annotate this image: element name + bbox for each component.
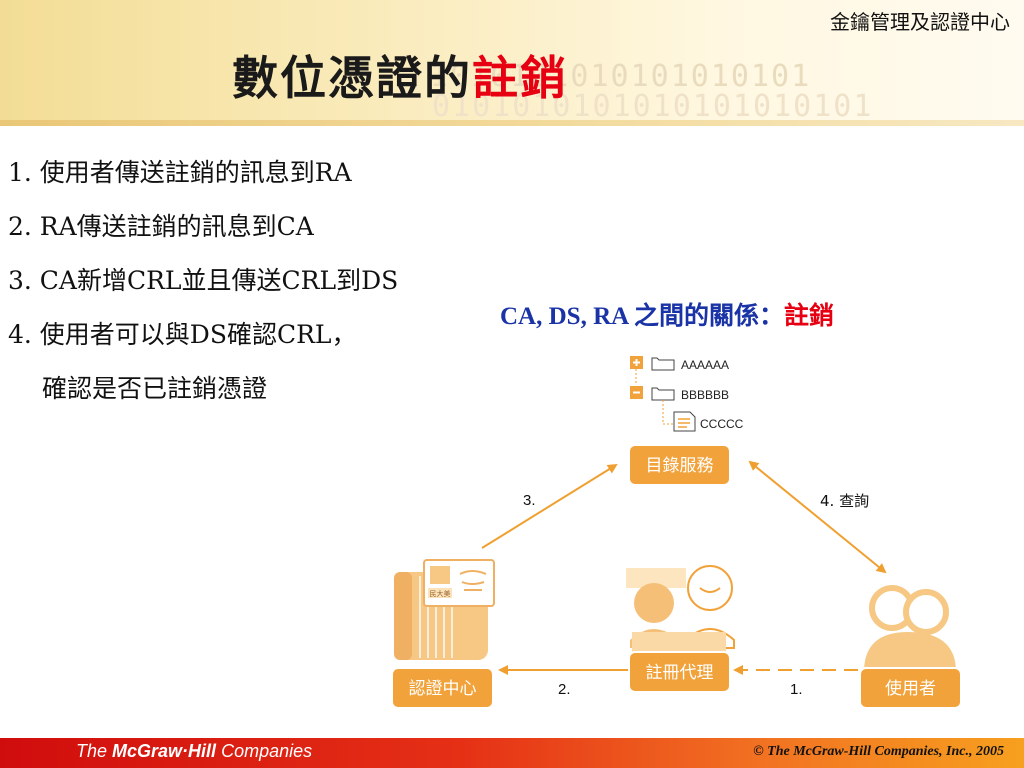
arrow-ca-to-directory xyxy=(481,463,618,549)
directory-tree: AAAAAA BBBBBB CCCCC xyxy=(630,356,744,432)
id-label-box xyxy=(428,588,452,598)
signature-icon xyxy=(459,570,487,591)
ra-agents-icon xyxy=(626,565,735,652)
step-item: 1. 使用者傳送註銷的訊息到RA xyxy=(8,158,352,187)
binary-row: 10101010101010101010101 xyxy=(430,89,874,121)
revocation-diagram: AAAAAA BBBBBB CCCCC 3. 4. 查詢 2. 1. 目錄服務 … xyxy=(391,356,962,709)
id-card-label: 民大美 xyxy=(430,589,451,598)
document-icon xyxy=(673,411,696,432)
brand-companies: Companies xyxy=(216,741,313,761)
smiling-face-icon xyxy=(687,565,733,611)
binary-row: 1010101010101010101 xyxy=(430,62,812,94)
node-ra: 註冊代理 xyxy=(628,651,731,693)
node-directory: 目錄服務 xyxy=(628,444,731,486)
node-ca: 認證中心 xyxy=(391,667,494,709)
plus-icon xyxy=(633,359,640,366)
node-box xyxy=(628,444,731,486)
header-divider xyxy=(0,120,1024,126)
node-box xyxy=(391,667,494,709)
relationship-heading-accent: 註銷 xyxy=(784,303,835,330)
user-body-icon xyxy=(864,632,956,672)
slide-title-main: 數位憑證的 xyxy=(232,51,472,105)
copyright-notice: © The McGraw-Hill Companies, Inc., 2005 xyxy=(753,744,1004,759)
ca-server-icon: 民大美 xyxy=(394,559,495,660)
header-band: 1010101010101010101 10101010101010101010… xyxy=(0,0,1024,122)
step-item: 3. CA新增CRL並且傳送CRL到DS xyxy=(8,266,399,295)
arrow-label: 2. xyxy=(558,681,571,698)
desk-icon xyxy=(632,632,726,652)
arrow-label: 4. 查詢 xyxy=(820,492,869,510)
step-item-continued: 確認是否已註銷憑證 xyxy=(42,374,268,403)
step-item: 4. 使用者可以與DS確認CRL， xyxy=(8,320,357,349)
sign-board xyxy=(626,568,686,588)
arrow-user-directory-query xyxy=(748,460,887,574)
footer-bar: The McGraw·Hill Companies © The McGraw-H… xyxy=(0,738,1024,768)
folder-icon xyxy=(651,387,675,401)
node-label: 使用者 xyxy=(885,678,936,699)
node-label: 註冊代理 xyxy=(646,663,714,683)
node-user: 使用者 xyxy=(859,667,962,709)
node-label: 目錄服務 xyxy=(646,456,714,476)
brand-name: McGraw·Hill xyxy=(112,741,217,761)
users-icon xyxy=(864,585,956,672)
tree-item: BBBBBB xyxy=(681,388,729,402)
arrow-label: 1. xyxy=(790,681,803,698)
person-head-icon xyxy=(634,583,674,623)
relationship-heading-main: CA, DS, RA 之間的關係： xyxy=(500,303,785,330)
node-box xyxy=(859,667,962,709)
tree-connector xyxy=(662,400,673,425)
server-side xyxy=(394,572,412,660)
step-item: 2. RA傳送註銷的訊息到CA xyxy=(8,212,314,241)
document-lines xyxy=(678,418,690,428)
slide-title: 數位憑證的註銷 xyxy=(232,42,568,108)
server-slots xyxy=(419,576,453,658)
arrow-label: 3. xyxy=(523,492,536,509)
smile-mouth xyxy=(699,587,721,593)
course-title: 金鑰管理及認證中心 xyxy=(830,10,1010,34)
user-head-icon xyxy=(903,589,949,635)
folder-icon xyxy=(651,357,675,371)
node-label: 認證中心 xyxy=(409,679,477,699)
tree-item: CCCCC xyxy=(700,417,744,431)
binary-decoration: 1010101010101010101 10101010101010101010… xyxy=(430,62,1024,120)
tree-item: AAAAAA xyxy=(681,358,729,372)
step-list: 1. 使用者傳送註銷的訊息到RA 2. RA傳送註銷的訊息到CA 3. CA新增… xyxy=(8,146,398,416)
publisher-logo: The McGraw·Hill Companies xyxy=(76,741,312,762)
photo-icon xyxy=(430,566,450,584)
relationship-heading: CA, DS, RA 之間的關係：註銷 xyxy=(500,296,834,332)
slide-title-accent: 註銷 xyxy=(472,51,568,105)
node-box xyxy=(628,651,731,693)
brand-the: The xyxy=(76,741,113,761)
